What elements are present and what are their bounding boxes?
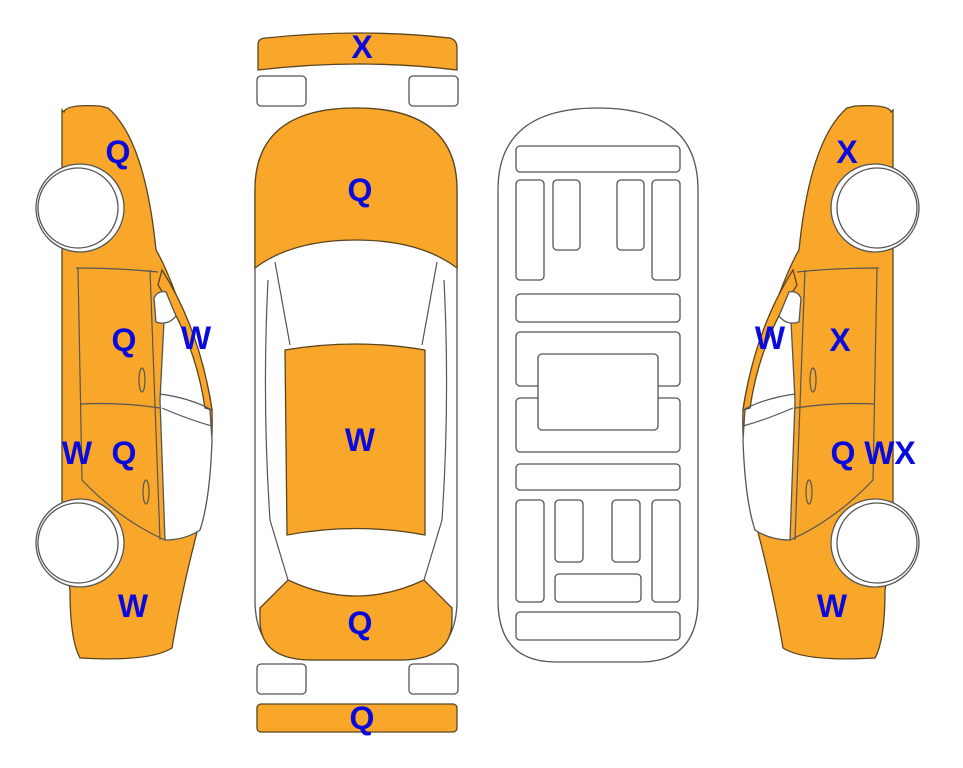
rear-light-left xyxy=(256,663,307,695)
underside-view xyxy=(497,107,699,663)
label-right-front-door: X xyxy=(829,322,851,358)
label-left-rear-quarter: W xyxy=(118,588,149,624)
label-left-front-door: Q xyxy=(112,322,137,358)
top-view-car xyxy=(254,32,459,733)
label-right-a-pillar: W xyxy=(755,320,786,356)
left-side-car xyxy=(35,104,213,660)
rear-bumper xyxy=(256,703,458,733)
label-right-front-fender: X xyxy=(836,134,858,170)
door-handle xyxy=(138,367,146,393)
label-rear-bumper: Q xyxy=(350,700,375,736)
rear-light-right xyxy=(408,663,459,695)
door-handle xyxy=(142,479,150,505)
mirror xyxy=(153,290,177,324)
label-right-rear-door: Q xyxy=(831,435,856,471)
hood xyxy=(254,107,458,270)
label-trunk: Q xyxy=(348,605,373,641)
label-left-a-pillar: W xyxy=(181,320,212,356)
front-light-left xyxy=(256,75,307,107)
front-bumper xyxy=(257,32,458,71)
label-left-rear-door: Q xyxy=(112,435,137,471)
trunk xyxy=(259,579,453,661)
front-light-right xyxy=(408,75,459,107)
label-hood: Q xyxy=(348,172,373,208)
label-left-rocker: W xyxy=(62,435,93,471)
right-side-car xyxy=(742,104,920,660)
roof xyxy=(284,343,426,536)
label-right-rear-quarter: W xyxy=(817,588,848,624)
label-front-bumper: X xyxy=(351,29,373,65)
label-right-rocker: WX xyxy=(864,435,916,471)
label-roof: W xyxy=(345,422,376,458)
label-left-front-fender: Q xyxy=(106,134,131,170)
